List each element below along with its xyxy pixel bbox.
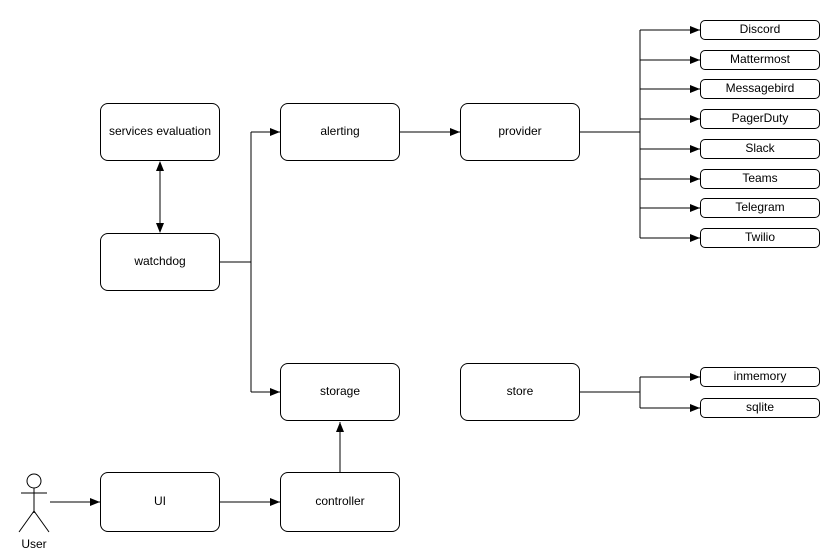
node-messagebird: Messagebird	[700, 79, 820, 99]
node-discord: Discord	[700, 20, 820, 40]
node-sqlite: sqlite	[700, 398, 820, 418]
node-mattermost: Mattermost	[700, 50, 820, 70]
node-store: store	[460, 363, 580, 421]
node-ui: UI	[100, 472, 220, 532]
node-twilio: Twilio	[700, 228, 820, 248]
user-actor-icon	[18, 473, 50, 533]
edge-user-ui	[50, 498, 100, 506]
edge-controller-storage	[336, 422, 344, 472]
node-alerting: alerting	[280, 103, 400, 161]
actor-label: User	[21, 537, 47, 551]
node-teams: Teams	[700, 169, 820, 189]
node-inmemory: inmemory	[700, 367, 820, 387]
node-slack: Slack	[700, 139, 820, 159]
node-controller: controller	[280, 472, 400, 532]
node-storage: storage	[280, 363, 400, 421]
edge-alerting-provider	[400, 128, 460, 136]
node-services-evaluation: services evaluation	[100, 103, 220, 161]
edge-store-fanout	[580, 373, 700, 412]
node-telegram: Telegram	[700, 198, 820, 218]
edge-watchdog-branch	[220, 128, 280, 396]
edge-provider-fanout	[580, 26, 700, 242]
node-pagerduty: PagerDuty	[700, 109, 820, 129]
edge-watchdog-services-evaluation	[156, 161, 164, 233]
node-watchdog: watchdog	[100, 233, 220, 291]
edge-ui-controller	[220, 498, 280, 506]
node-provider: provider	[460, 103, 580, 161]
